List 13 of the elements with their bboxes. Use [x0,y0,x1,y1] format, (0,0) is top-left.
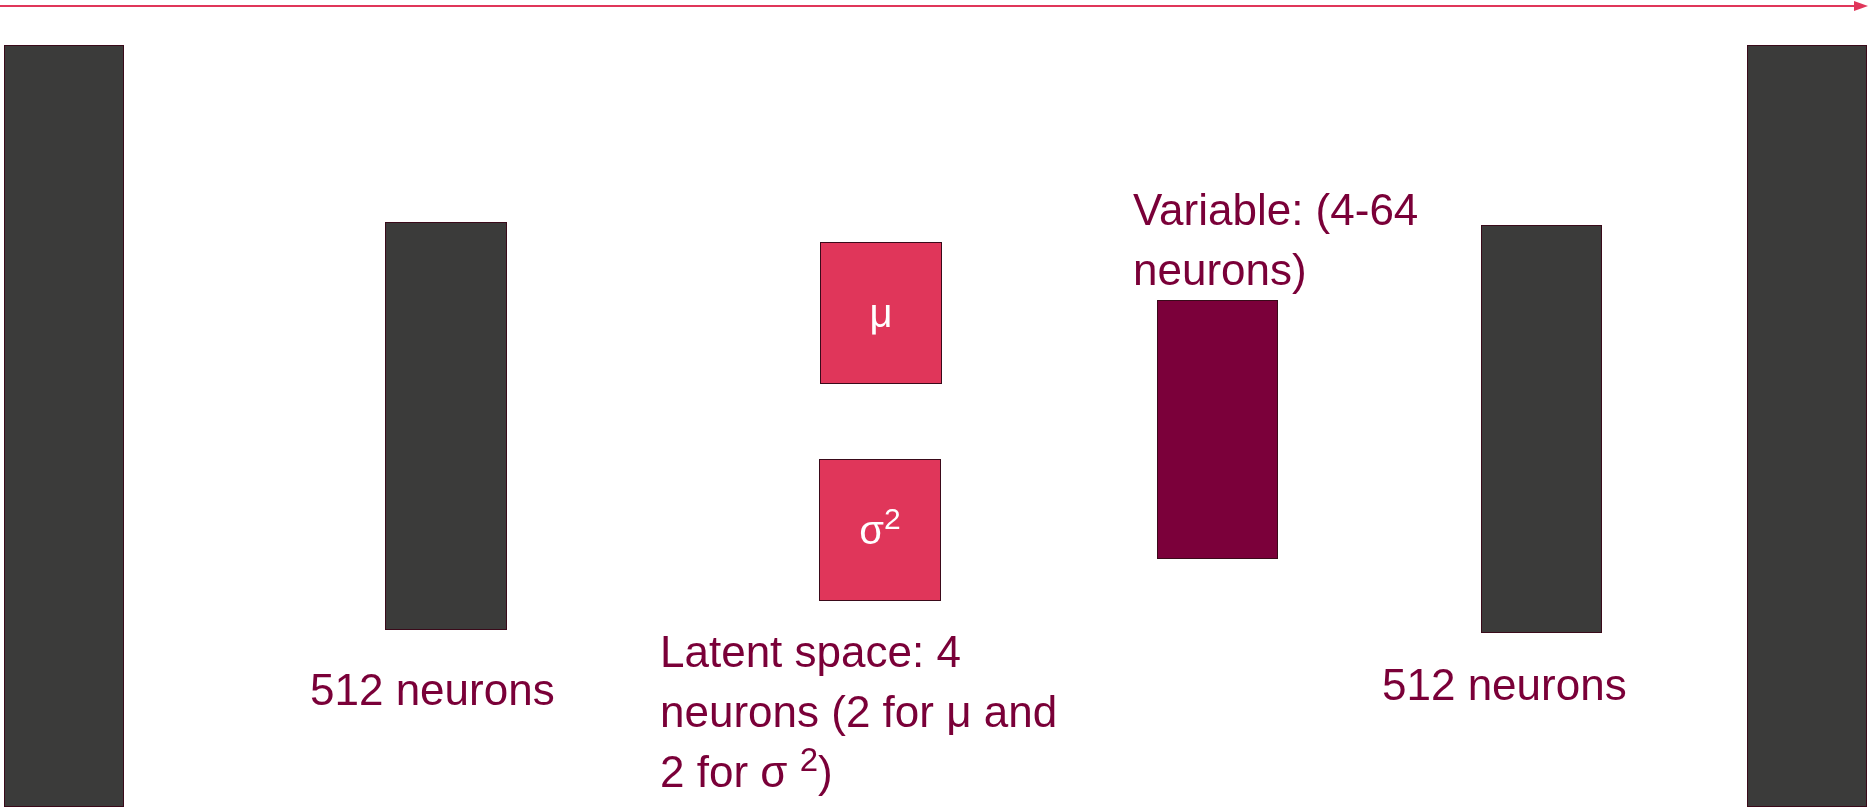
layer-bar [1747,45,1867,807]
node-label: μ [869,293,893,333]
layer-caption: Latent space: 4 neurons (2 for μ and 2 for σ $^{2}$) [660,626,1059,798]
layer-bar [385,222,507,630]
layer-box [820,242,942,384]
layer-caption: Variable: (4-64 neurons) [1133,184,1420,296]
layer-box [819,459,941,601]
node-label: σ$^{2}$ [859,510,901,550]
layer-bar [1481,225,1602,633]
layer-caption: 512 neurons [310,664,556,716]
layer-caption: 512 neurons [1382,659,1628,711]
layer-bar [1157,300,1278,559]
layer-bar [4,45,124,807]
